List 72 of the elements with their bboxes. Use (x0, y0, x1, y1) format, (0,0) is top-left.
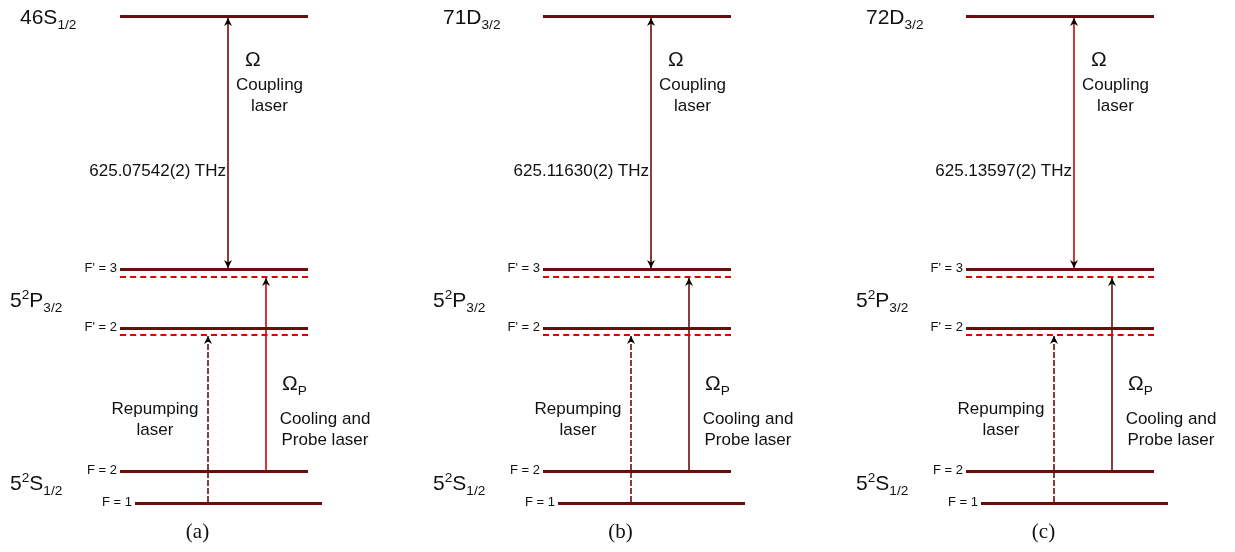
laser-label: Repumping laser (110, 398, 200, 441)
dashed-level-line (543, 334, 731, 336)
energy-level-line (543, 268, 731, 271)
hyperfine-level-label: F' = 2 (507, 319, 540, 336)
dashed-level-line (543, 276, 731, 278)
energy-level-line (120, 327, 308, 330)
panel-caption: (c) (1030, 518, 1057, 545)
hyperfine-level-label: F' = 3 (930, 260, 963, 277)
energy-level-line (135, 502, 322, 505)
state-label: 5$^{2}$S$_{1/2}$ (856, 469, 909, 500)
laser-label: Cooling and Probe laser (701, 408, 795, 451)
hyperfine-level-label: F = 1 (525, 494, 555, 511)
transition-arrow (627, 335, 635, 503)
energy-level-line (558, 502, 745, 505)
energy-level-line (543, 15, 731, 18)
transition-arrow (224, 17, 232, 269)
state-label: 5$^{2}$S$_{1/2}$ (433, 469, 486, 500)
rabi-frequency-label: Ω (1091, 46, 1107, 72)
hyperfine-level-label: F' = 2 (84, 319, 117, 336)
transition-arrow (262, 277, 270, 471)
energy-level-line (120, 268, 308, 271)
laser-label: Coupling laser (1080, 74, 1151, 117)
transition-arrow (685, 277, 693, 471)
state-label: 5$^{2}$S$_{1/2}$ (10, 469, 63, 500)
energy-level-line (120, 470, 308, 473)
hyperfine-level-label: F = 2 (933, 462, 963, 479)
transition-arrow (647, 17, 655, 269)
hyperfine-level-label: F = 1 (102, 494, 132, 511)
laser-label: Cooling and Probe laser (278, 408, 372, 451)
state-label: 46S$_{1/2}$ (20, 4, 77, 34)
transition-arrow (1070, 17, 1078, 269)
energy-level-line (120, 15, 308, 18)
energy-level-line (543, 327, 731, 330)
laser-label: Repumping laser (956, 398, 1046, 441)
frequency-label: 625.13597(2) THz (934, 160, 1072, 182)
transition-arrow (1108, 277, 1116, 471)
hyperfine-level-label: F = 1 (948, 494, 978, 511)
laser-label: Cooling and Probe laser (1124, 408, 1218, 451)
rabi-frequency-label: Ω$_{P}$ (1128, 370, 1153, 400)
hyperfine-level-label: F' = 2 (930, 319, 963, 336)
transition-arrow (204, 335, 212, 503)
panel-caption: (b) (607, 518, 634, 545)
rabi-frequency-label: Ω (245, 46, 261, 72)
laser-label: Coupling laser (234, 74, 305, 117)
rabi-frequency-label: Ω (668, 46, 684, 72)
hyperfine-level-label: F = 2 (510, 462, 540, 479)
frequency-label: 625.11630(2) THz (512, 160, 649, 182)
state-label: 5$^{2}$P$_{3/2}$ (10, 286, 63, 317)
state-label: 72D$_{3/2}$ (866, 4, 924, 34)
energy-level-line (543, 470, 731, 473)
state-label: 5$^{2}$P$_{3/2}$ (433, 286, 486, 317)
state-label: 5$^{2}$P$_{3/2}$ (856, 286, 909, 317)
dashed-level-line (120, 276, 308, 278)
energy-level-line (966, 15, 1154, 18)
transition-arrow (1050, 335, 1058, 503)
laser-label: Repumping laser (533, 398, 623, 441)
energy-level-line (966, 327, 1154, 330)
state-label: 71D$_{3/2}$ (443, 4, 501, 34)
energy-level-line (981, 502, 1168, 505)
hyperfine-level-label: F' = 3 (507, 260, 540, 277)
laser-label: Coupling laser (657, 74, 728, 117)
dashed-level-line (966, 334, 1154, 336)
rabi-frequency-label: Ω$_{P}$ (282, 370, 307, 400)
hyperfine-level-label: F = 2 (87, 462, 117, 479)
energy-level-line (966, 268, 1154, 271)
dashed-level-line (120, 334, 308, 336)
hyperfine-level-label: F' = 3 (84, 260, 117, 277)
energy-level-line (966, 470, 1154, 473)
frequency-label: 625.07542(2) THz (88, 160, 226, 182)
dashed-level-line (966, 276, 1154, 278)
panel-caption: (a) (184, 518, 211, 545)
rabi-frequency-label: Ω$_{P}$ (705, 370, 730, 400)
